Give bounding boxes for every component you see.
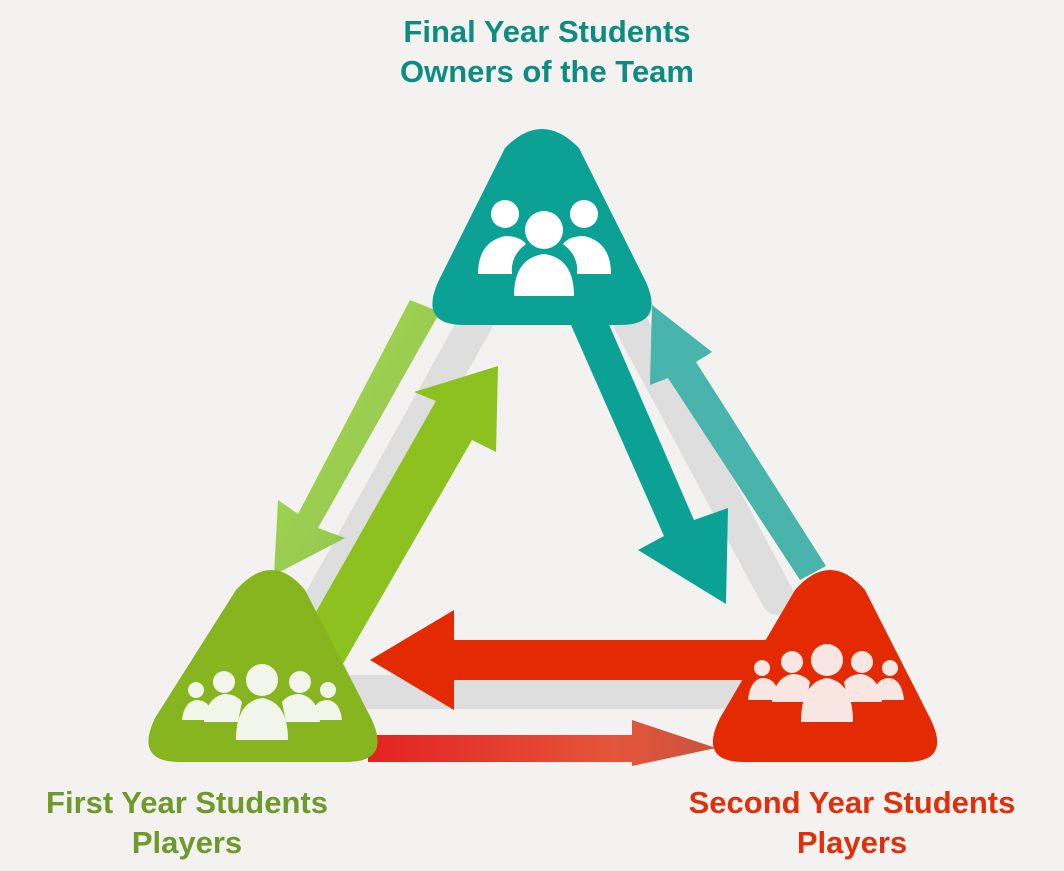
arrow-final-to-second xyxy=(560,290,728,604)
label-first-year-subtitle: Players xyxy=(131,825,243,860)
arrow-first-to-second xyxy=(368,720,716,766)
label-final-year: Final Year Students Owners of the Team xyxy=(312,12,782,92)
label-final-year-title: Final Year Students xyxy=(403,14,691,49)
arrow-final-to-first xyxy=(274,300,440,575)
label-second-year-title: Second Year Students xyxy=(688,785,1016,820)
group-of-three-people-icon xyxy=(478,200,611,296)
label-second-year-subtitle: Players xyxy=(796,825,908,860)
label-final-year-subtitle: Owners of the Team xyxy=(400,54,694,89)
node-first-year xyxy=(148,570,378,762)
arrow-second-to-first xyxy=(370,610,780,710)
label-first-year: First Year Students Players xyxy=(0,783,374,863)
label-second-year: Second Year Students Players xyxy=(640,783,1064,863)
group-of-five-people-icon xyxy=(182,664,342,740)
label-first-year-title: First Year Students xyxy=(46,785,328,820)
arrow-first-to-final xyxy=(300,366,498,676)
arrow-second-to-final xyxy=(650,305,826,580)
node-second-year xyxy=(712,570,938,762)
group-of-five-people-icon xyxy=(748,644,904,722)
node-final-year xyxy=(432,129,652,325)
